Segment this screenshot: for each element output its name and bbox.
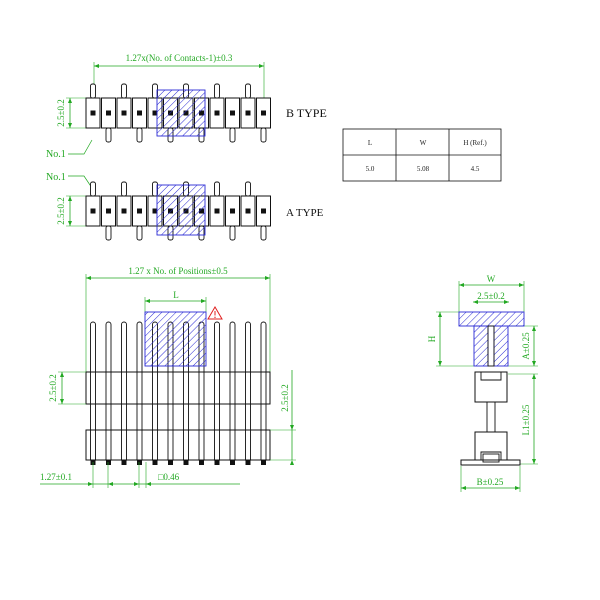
side-right-height-dimension: 2.5±0.2: [280, 384, 290, 411]
side-upper-housing: [474, 371, 508, 403]
b-type-pin-contact: [90, 110, 96, 116]
b-type-label: B TYPE: [286, 106, 327, 120]
cap-width-dimension: 2.5±0.2: [477, 291, 504, 301]
table-cell-w: 5.08: [417, 165, 430, 173]
b-type-pin-contact: [230, 110, 235, 116]
side-hatched-cap: [458, 311, 525, 327]
side-footprint: [460, 459, 521, 466]
a-type-pin-lead: [121, 181, 127, 197]
a-type-pin-lead: [214, 181, 220, 197]
b-type-pin-lead: [90, 83, 96, 99]
side-hatched-stem-left: [473, 325, 489, 367]
front-pin-tip: [152, 460, 158, 465]
b-type-pin-contact: [137, 110, 142, 116]
table-header-l: L: [368, 139, 372, 147]
table-cell-l: 5.0: [366, 165, 375, 173]
front-pin-tip: [245, 460, 251, 465]
pin-square-dimension: □0.46: [158, 472, 180, 482]
front-pin-tip: [183, 460, 189, 465]
front-pin: [121, 321, 127, 463]
a-type-pin-lead: [260, 225, 267, 241]
side-view: W 2.5±0.2 H A±0.25 L1±0.25 B±0.25: [427, 274, 538, 492]
a-no1-label: No.1: [46, 172, 66, 183]
a-type-label: A TYPE: [286, 207, 324, 219]
a-type-pin-lead: [229, 225, 236, 241]
b-type-pin-contact: [245, 110, 251, 116]
side-pin-middle: [486, 401, 496, 433]
front-pin-tip: [199, 460, 204, 465]
b-type-pin-lead: [260, 127, 267, 143]
front-view: 1.27 x No. of Positions±0.5 L 2.5±0.2 2.…: [40, 266, 296, 488]
b-type-hatched-housing: [156, 89, 206, 137]
front-lower-housing: [85, 429, 271, 461]
front-pin: [105, 321, 112, 463]
b-type-pin-contact: [214, 110, 220, 116]
a-type-pin-contact: [152, 208, 158, 214]
front-pin-tip: [168, 460, 173, 465]
a-type-hatched-housing: [156, 184, 206, 236]
b-type-pin-contact: [152, 110, 158, 116]
front-pin-tip: [261, 460, 266, 465]
b-type-pin-contact: [121, 110, 127, 116]
a-type-pin-contact: [137, 208, 142, 214]
w-dimension: W: [487, 274, 496, 284]
side-pin-upper: [487, 325, 495, 367]
front-pin-tip: [137, 460, 142, 465]
b-type-pin-contact: [261, 110, 266, 116]
b-type-pin-lead: [136, 127, 143, 143]
a-type-pin-lead: [90, 181, 96, 197]
front-pin-tip: [214, 460, 220, 465]
l-dimension: L: [173, 290, 179, 300]
a-type-pin-lead: [105, 225, 112, 241]
a-type-pin-contact: [121, 208, 127, 214]
a-type-pin-contact: [214, 208, 220, 214]
front-upper-housing: [85, 371, 271, 405]
b-height-dimension: 2.5±0.2: [56, 99, 66, 126]
side-lower-housing: [474, 431, 508, 461]
table-header-h: H (Ref.): [463, 139, 487, 147]
front-hatched-cap: [144, 311, 207, 367]
positions-length-dimension: 1.27 x No. of Positions±0.5: [128, 266, 228, 276]
a-height-dimension: 2.5±0.2: [56, 197, 66, 224]
front-pin: [245, 321, 251, 463]
side-hatched-stem-right: [493, 325, 509, 367]
a-tolerance-dimension: A±0.25: [521, 332, 531, 360]
a-type-pin-contact: [245, 208, 251, 214]
warning-icon: [207, 306, 223, 320]
b-type-pin-lead: [245, 83, 251, 99]
b-type-pin-lead: [121, 83, 127, 99]
b-type-pin-lead: [229, 127, 236, 143]
pitch-dimension: 1.27±0.1: [40, 472, 72, 482]
a-type-pin-contact: [106, 208, 111, 214]
b-no1-label: No.1: [46, 149, 66, 160]
a-type-pin-contact: [90, 208, 96, 214]
a-type-view: No.1 2.5±0.2 A TYPE: [46, 172, 324, 241]
front-pin: [214, 321, 220, 463]
b-type-pin-lead: [214, 83, 220, 99]
contacts-length-dimension: 1.27x(No. of Contacts-1)±0.3: [126, 53, 233, 63]
b-type-view: 1.27x(No. of Contacts-1)±0.3 2.5±0.2 No.…: [46, 53, 327, 160]
table-header-w: W: [420, 139, 427, 147]
a-type-pin-contact: [261, 208, 266, 214]
table-cell-h: 4.5: [471, 165, 480, 173]
front-pin: [260, 321, 267, 463]
b-type-pin-lead: [105, 127, 112, 143]
a-type-pin-lead: [136, 225, 143, 241]
spec-table: L W H (Ref.) 5.0 5.08 4.5: [342, 128, 502, 182]
b-tolerance-dimension: B±0.25: [477, 477, 504, 487]
front-pin: [136, 321, 143, 463]
a-type-pin-contact: [230, 208, 235, 214]
b-type-pin-contact: [106, 110, 111, 116]
front-pin: [90, 321, 96, 463]
front-pin-tip: [106, 460, 111, 465]
front-pin-tip: [121, 460, 127, 465]
side-left-height-dimension: 2.5±0.2: [48, 374, 58, 401]
front-pin-tip: [230, 460, 235, 465]
h-dimension: H: [427, 335, 437, 342]
front-pin: [229, 321, 236, 463]
a-type-pin-lead: [245, 181, 251, 197]
l1-tolerance-dimension: L1±0.25: [521, 404, 531, 435]
